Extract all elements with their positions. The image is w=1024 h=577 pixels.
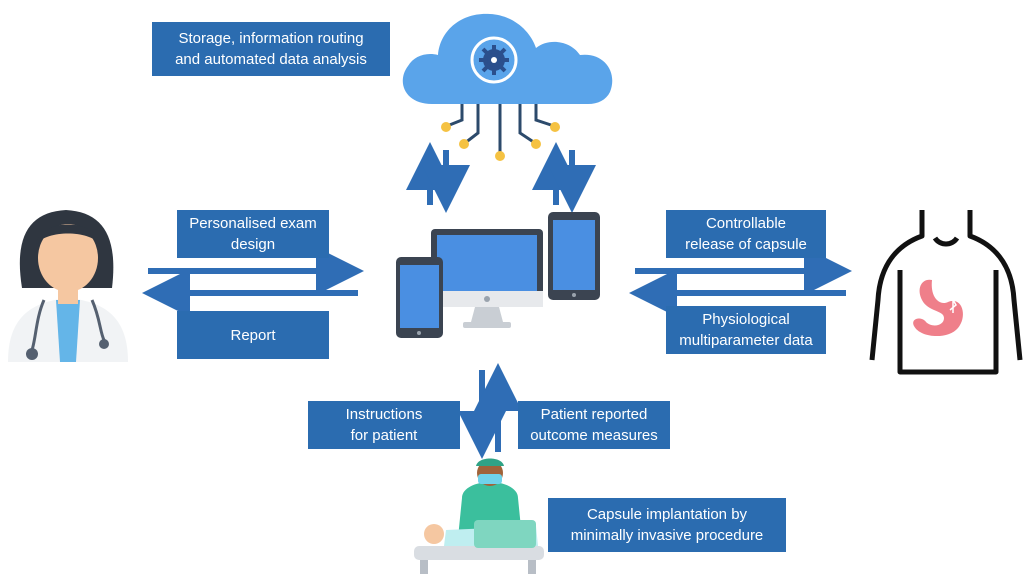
label-physio: Physiological multiparameter data <box>666 306 826 354</box>
label-storage-line2: and automated data analysis <box>175 51 367 68</box>
label-release-line2: release of capsule <box>685 236 807 253</box>
surgeon-procedure-icon <box>414 458 544 574</box>
label-exam-design: Personalised exam design <box>177 210 329 258</box>
label-outcomes-line2: outcome measures <box>530 427 658 444</box>
patient-torso-stomach-icon <box>869 210 1023 375</box>
label-implantation-line2: minimally invasive procedure <box>570 527 764 544</box>
stomach-icon <box>913 279 963 337</box>
label-exam-design-line1: Personalised exam <box>189 215 317 232</box>
label-instructions-line2: for patient <box>350 427 418 444</box>
devices-icon <box>396 212 600 338</box>
label-outcomes-line1: Patient reported <box>540 406 648 423</box>
label-release-line1: Controllable <box>705 215 787 232</box>
label-implantation: Capsule implantation by minimally invasiv… <box>548 498 786 552</box>
label-storage-line1: Storage, information routing <box>178 30 364 47</box>
arrows <box>142 142 852 459</box>
label-physio-line1: Physiological <box>702 311 790 328</box>
label-instructions-line1: Instructions <box>345 406 423 423</box>
label-instructions: Instructions for patient <box>308 401 460 449</box>
label-exam-design-line2: design <box>230 236 276 253</box>
cloud-gear-icon <box>402 13 613 161</box>
label-implantation-line1: Capsule implantation by <box>586 506 748 523</box>
label-physio-line2: multiparameter data <box>679 332 813 349</box>
label-storage: Storage, information routing and automate… <box>152 22 390 76</box>
label-report-line1: Report <box>230 326 276 344</box>
label-release: Controllable release of capsule <box>666 210 826 258</box>
label-outcomes: Patient reported outcome measures <box>518 401 670 449</box>
doctor-icon <box>8 210 128 362</box>
label-report: Report <box>177 311 329 359</box>
